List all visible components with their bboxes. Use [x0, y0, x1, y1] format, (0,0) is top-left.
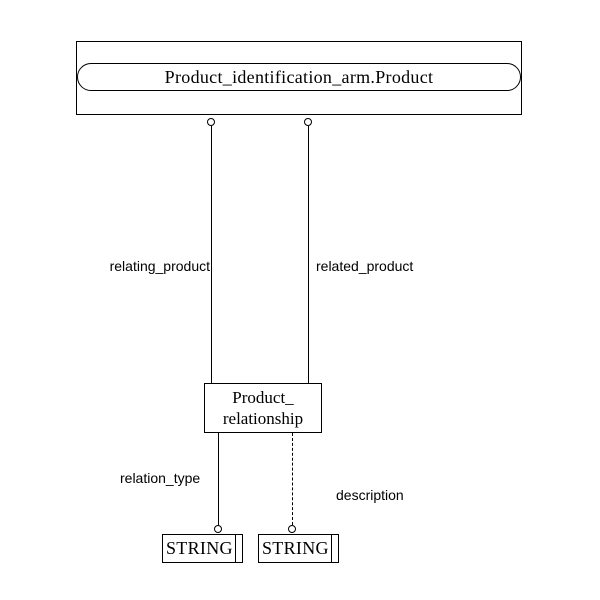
connector-circle-description	[288, 525, 296, 533]
type-box-string-2: STRING	[258, 534, 339, 563]
edge-relating-product	[211, 126, 212, 383]
edge-related-product	[308, 126, 309, 383]
edge-relation-type	[218, 433, 219, 525]
simple-type-double-edge	[235, 535, 236, 562]
simple-type-double-edge	[331, 535, 332, 562]
attribute-label-relating-product: relating_product	[80, 258, 210, 274]
attribute-label-relation-type: relation_type	[120, 470, 201, 486]
type-box-string-1: STRING	[162, 534, 243, 563]
type-label-string-1: STRING	[166, 538, 233, 558]
attribute-label-description: description	[336, 487, 404, 503]
connector-circle-relating-product	[207, 118, 215, 126]
edge-description	[292, 433, 293, 525]
referenced-entity-label: Product_identification_arm.Product	[164, 66, 434, 87]
attribute-label-related-product: related_product	[316, 258, 414, 274]
entity-box-product-relationship: Product_ relationship	[204, 383, 322, 433]
referenced-entity-oval: Product_identification_arm.Product	[77, 63, 521, 91]
type-label-string-2: STRING	[262, 538, 329, 558]
connector-circle-relation-type	[214, 525, 222, 533]
connector-circle-related-product	[304, 118, 312, 126]
